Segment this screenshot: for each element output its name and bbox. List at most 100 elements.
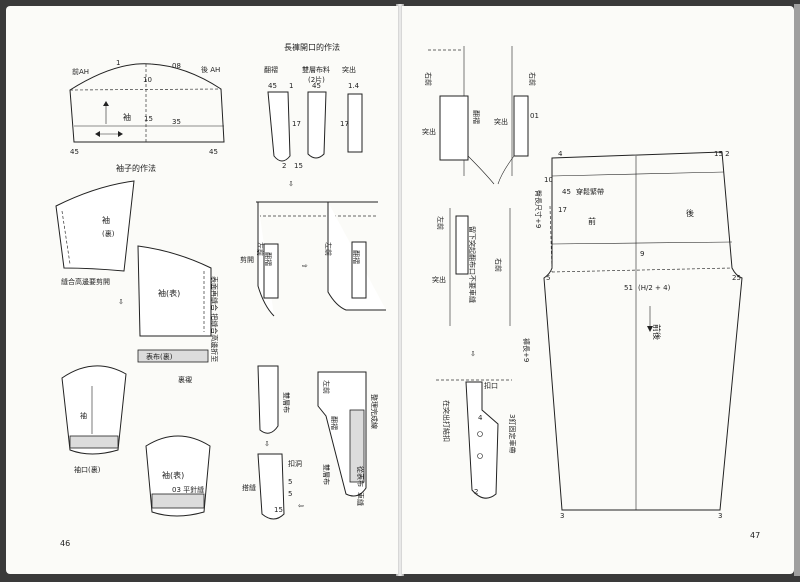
measure-45-right: 45 — [209, 148, 218, 156]
placket-m17a: 17 — [292, 120, 301, 128]
placket-step-1: 翻褶 雙層布料 (2片) 突出 45 1 45 1.4 17 17 2 15 ⇩ — [264, 65, 363, 188]
step2-fold-facing: 翻褶 — [264, 252, 273, 266]
step4-stitch: 03 平針縫 — [172, 485, 204, 494]
step1-sub: (裏) — [102, 229, 115, 238]
sleeve-outline — [69, 63, 225, 143]
measure-08: 08 — [172, 62, 181, 70]
rp-right-front: 右前 — [424, 72, 433, 86]
step4-from-surface: 從表布 — [356, 466, 365, 487]
pants-waist-band: 穿鬆緊帶 — [576, 187, 604, 196]
rp-arrow-down: ⇩ — [470, 350, 476, 358]
buttonhole-label: 扣洞 — [288, 459, 302, 468]
arrow-down-2: ⇩ — [264, 440, 270, 448]
bias-strip — [137, 349, 209, 363]
cuff-band-2 — [151, 493, 205, 509]
cuff-band — [69, 435, 119, 449]
placket-step-2: 左前 剪開 翻褶 ⇨ 左前 翻褶 — [240, 201, 386, 317]
step4-double-cloth: 雙層布 — [322, 464, 331, 485]
right-placket-middle: 左前 突出 留下突起翻布口不要車縫 右前 ⇩ — [432, 208, 511, 358]
sleeve-step-3: 袖 袖口(裏) — [61, 365, 127, 474]
lining-label: 裏襯 — [178, 375, 192, 384]
pants-m10: 10 — [544, 176, 553, 184]
pants-length-label: 褲長+9 — [522, 338, 531, 362]
button-2 — [477, 453, 483, 459]
placket-m14: 1.4 — [348, 82, 360, 90]
placket-m1: 1 — [289, 82, 293, 90]
step1-note: 縫合高邊要剪開 — [61, 277, 110, 286]
pants-m5: 5 — [546, 274, 550, 282]
pants-m45: 45 — [562, 188, 571, 196]
right-page: 右前 突出 翻褶 右前 突出 01 左前 突出 留下突起翻布口不要車縫 右前 ⇩ — [402, 6, 794, 574]
sleeve-step-1: 袖 (裏) 縫合高邊要剪開 — [55, 180, 135, 286]
placket-title: 長褲開口的作法 — [284, 42, 340, 52]
left-page-drawings: 前AH 後 AH 1 08 10 袖 15 35 45 45 袖子的作法 袖 (… — [55, 42, 386, 548]
right-page-number: 47 — [750, 531, 760, 540]
pants-front: 前 — [588, 216, 596, 226]
placket-step-4: 左前 整理完成線 翻褶 雙層布 從表布 車縫 — [317, 371, 379, 506]
front-ah-label: 前AH — [72, 67, 89, 76]
rp-fix-buttons: 3釘固定車帶 — [508, 414, 517, 453]
pants-front-back: 前後 — [652, 324, 662, 340]
step4-fold-facing: 翻褶 — [330, 416, 339, 430]
measure-10: 10 — [143, 76, 152, 84]
step3-double-cloth: 雙層布 — [282, 392, 291, 413]
step2b-left-front: 左前 — [324, 242, 333, 256]
step3-sleeve: 袖 — [80, 411, 87, 420]
step3-mouth: 袖口(裏) — [74, 465, 101, 474]
step2b-fold-facing: 翻褶 — [352, 250, 361, 264]
step4-arrange: 整理完成線 — [370, 394, 379, 429]
rp-protrude1: 突出 — [422, 127, 436, 136]
rp-right-front2: 右前 — [528, 72, 537, 86]
rp-right-front3: 右前 — [494, 258, 503, 272]
sleeve-method-title: 袖子的作法 — [116, 163, 156, 173]
left-page-number: 46 — [60, 539, 70, 548]
pants-m3b: 3 — [718, 512, 722, 520]
right-placket-top: 右前 突出 翻褶 右前 突出 01 — [422, 46, 539, 185]
page-edges — [794, 4, 800, 576]
bias-label: 表布(裏) — [146, 352, 173, 361]
pants-m9: 9 — [640, 250, 644, 258]
arrow-down-1: ⇩ — [288, 180, 294, 188]
sleeve-step-2: 袖(表) ⇩ 表布(裏) 裏襯 — [118, 245, 212, 384]
rp-facing: 翻褶 — [472, 110, 481, 124]
step4-sleeve: 袖(表) — [162, 470, 184, 480]
sleeve-step-4: 袖(表) 03 平針縫 — [145, 435, 211, 517]
rp-protrude3: 突出 — [432, 275, 446, 284]
step2-left-front: 左前 — [256, 242, 265, 256]
placket-double-layer: 雙層布料 — [302, 65, 330, 74]
rp-protrude2: 突出 — [494, 117, 508, 126]
measure-1: 1 — [116, 59, 120, 67]
pants-draft: 4 15 2 10 45 穿鬆緊帶 17 前 後 臀長尺寸+9 9 5 51 (… — [522, 150, 743, 520]
pants-outline — [543, 151, 743, 511]
placket-facing-label: 翻褶 — [264, 65, 278, 74]
rp-m4: 4 — [478, 414, 483, 422]
step4-left-front: 左前 — [322, 380, 331, 394]
placket-m45: 45 — [268, 82, 277, 90]
pants-m3a: 3 — [560, 512, 564, 520]
book-gutter — [396, 4, 404, 576]
step2-vertical-note: 表面再縫合 把縫合高邊折至 — [210, 276, 219, 362]
rp-mouth: 扣口 — [484, 381, 498, 390]
pants-formula: (H/2 + 4) — [638, 284, 671, 292]
arrow-back: ⇦ — [298, 502, 304, 510]
step1-sleeve: 袖 — [102, 215, 110, 225]
m15b: 15 — [274, 506, 283, 514]
sleeve-draft: 前AH 後 AH 1 08 10 袖 15 35 45 45 — [69, 59, 225, 156]
facing-stitch-label: 搭縫 — [242, 483, 256, 492]
rp-in-protrude: 在突出打結扣 — [442, 400, 451, 442]
rp-left-front: 左前 — [436, 216, 445, 230]
pants-crotch-label: 臀長尺寸+9 — [534, 190, 543, 228]
placket-m17b: 17 — [340, 120, 349, 128]
measure-35: 35 — [172, 118, 181, 126]
left-page: 前AH 後 AH 1 08 10 袖 15 35 45 45 袖子的作法 袖 (… — [6, 6, 398, 574]
step2-sleeve: 袖(表) — [158, 288, 180, 298]
back-ah-label: 後 AH — [201, 65, 220, 74]
m5b: 5 — [288, 490, 292, 498]
measure-45-left: 45 — [70, 148, 79, 156]
pants-m17: 17 — [558, 206, 567, 214]
step2-cut: 剪開 — [240, 255, 254, 264]
placket-m2: 2 — [282, 162, 286, 170]
placket-m45b: 45 — [312, 82, 321, 90]
pants-m51: 51 — [624, 284, 633, 292]
